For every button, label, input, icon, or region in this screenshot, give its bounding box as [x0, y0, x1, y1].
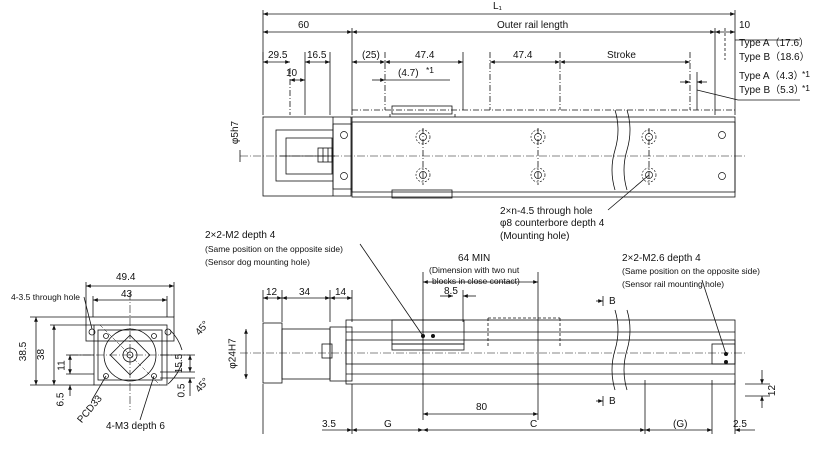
dim-16-5-label: 16.5 [307, 50, 327, 61]
dim-38-5-label: 38.5 [18, 341, 30, 362]
end-view [30, 282, 195, 421]
note-mark-c: *1 [802, 83, 811, 93]
dim-c-label: C [530, 419, 538, 430]
section-b-upper: B [609, 296, 616, 307]
mounting-hole-line3: (Mounting hole) [500, 231, 570, 242]
mounting-hole-line1: 2×n-4.5 through hole [500, 206, 593, 217]
m2-sub1: (Same position on the opposite side) [205, 244, 343, 254]
top-view [239, 10, 800, 211]
stroke-label: Stroke [607, 50, 636, 61]
dim-2-5-label: 2.5 [733, 419, 747, 430]
dim-6-5-label: 6.5 [55, 392, 67, 407]
dim-34-label: 34 [299, 287, 311, 298]
min-note2: blocks in close contact) [432, 276, 520, 286]
note-mark-b: *1 [802, 69, 811, 79]
dim-47-4-b-label: 47.4 [513, 50, 533, 61]
dim-g-paren-label: (G) [673, 419, 688, 430]
m2-sub2: (Sensor dog mounting hole) [205, 257, 310, 267]
dim-47-4-a-label: 47.4 [415, 50, 435, 61]
dim-25-label: (25) [362, 50, 380, 61]
dim-43-label: 43 [121, 289, 133, 300]
dim-12-a-label: 12 [266, 287, 278, 298]
dim-29-5-label: 29.5 [268, 50, 288, 61]
dim-38-label: 38 [36, 348, 48, 361]
dim-15-5-label: 15.5 [174, 353, 186, 374]
outer-rail-length-label: Outer rail length [497, 20, 569, 31]
dim-g-label: G [384, 419, 392, 430]
section-b-lower: B [609, 396, 616, 407]
dim-4-7-label: (4.7) [398, 68, 419, 79]
m26-title: 2×2-M2.6 depth 4 [622, 253, 701, 264]
dim-10-small-label: 10 [286, 68, 298, 79]
m3-label: 4-M3 depth 6 [106, 421, 165, 432]
through-hole-label: 4-3.5 through hole [11, 292, 80, 302]
m26-sub2: (Sensor rail mounting hole) [622, 279, 725, 289]
dim-10-label: 10 [739, 20, 751, 31]
dim-12-b-label: 12 [767, 384, 779, 397]
type-b-5-3-label: Type B（5.3） [739, 85, 805, 96]
dim-14-label: 14 [335, 287, 347, 298]
dim-49-4-label: 49.4 [116, 272, 136, 283]
m26-sub1: (Same position on the opposite side) [622, 266, 760, 276]
min-note1: (Dimension with two nut [429, 265, 520, 275]
dim-80-label: 80 [476, 402, 488, 413]
type-b-18-6-label: Type B（18.6） [739, 52, 810, 63]
side-view [240, 243, 770, 434]
dim-8-5-label: 8.5 [444, 286, 458, 297]
m2-title: 2×2-M2 depth 4 [205, 230, 276, 241]
dim-11-label: 11 [56, 360, 68, 371]
min-64-label: 64 MIN [458, 253, 491, 264]
note-mark-a: *1 [426, 65, 435, 75]
dia-24h7-label: φ24H7 [227, 338, 239, 369]
dim-60-label: 60 [298, 20, 310, 31]
dim-3-5-label: 3.5 [322, 419, 336, 430]
dim-0-5-label: 0.5 [176, 383, 188, 398]
type-a-4-3-label: Type A（4.3） [739, 71, 804, 82]
dia-5h7-label: φ5h7 [230, 120, 242, 145]
mounting-hole-line2: φ8 counterbore depth 4 [500, 218, 605, 229]
type-a-17-6-label: Type A（17.6） [739, 38, 810, 49]
overall-length-label: L₁ [493, 1, 502, 12]
